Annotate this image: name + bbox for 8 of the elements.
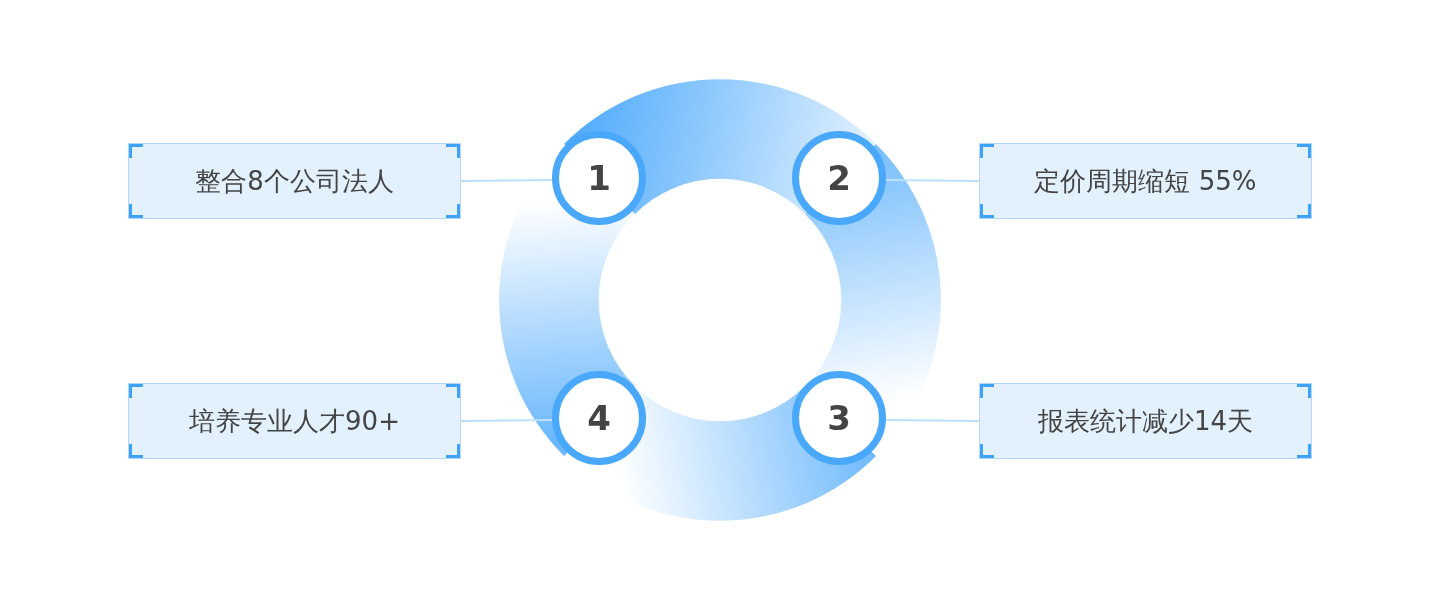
- connector-line: [885, 179, 980, 182]
- label-box: 整合8个公司法人: [128, 143, 461, 219]
- connector-line: [460, 419, 553, 422]
- label-box: 报表统计减少14天: [979, 383, 1312, 459]
- label-box: 培养专业人才90+: [128, 383, 461, 459]
- connector-line: [460, 179, 553, 182]
- label-box: 定价周期缩短 55%: [979, 143, 1312, 219]
- connector-line: [885, 419, 980, 422]
